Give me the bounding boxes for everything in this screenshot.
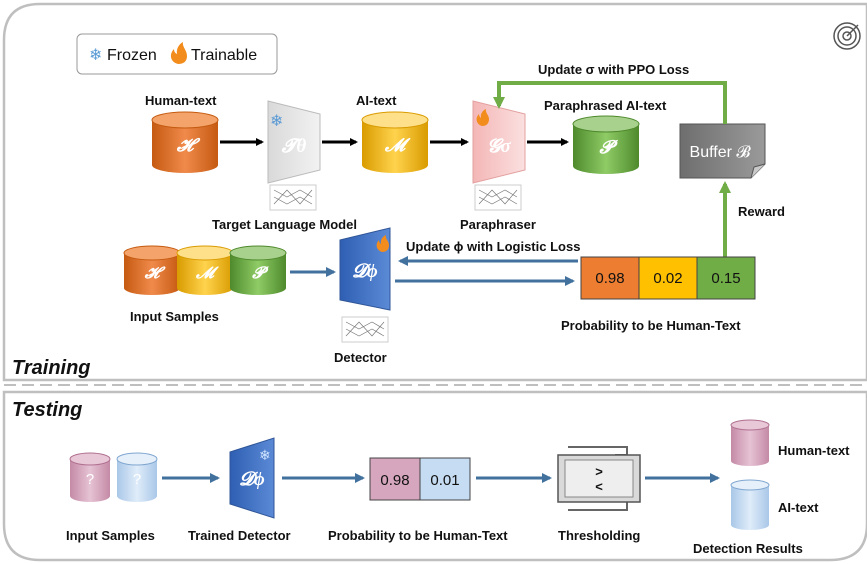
flame-icon	[376, 235, 389, 252]
symbol-d-phi: 𝓓ϕ	[352, 261, 378, 282]
paraphraser-label: Paraphraser	[460, 217, 536, 232]
test-probability-label: Probability to be Human-Text	[328, 528, 508, 543]
detector-model: 𝓓ϕ	[339, 227, 391, 311]
threshold-less-symbol: <	[595, 479, 603, 494]
neural-network-icon	[269, 184, 317, 211]
training-frame	[2, 2, 867, 382]
buffer-label: Buffer 𝓑	[690, 144, 752, 161]
symbol-m: 𝓜	[195, 265, 219, 282]
detector-label: Detector	[334, 350, 387, 365]
symbol-d-phi: 𝓓ϕ	[239, 469, 265, 490]
legend: ❄ Frozen Trainable	[76, 33, 278, 75]
trained-detector-label: Trained Detector	[188, 528, 291, 543]
input-cylinder-h: 𝓗	[123, 245, 181, 295]
human-text-label: Human-text	[145, 93, 217, 108]
legend-trainable-label: Trainable	[191, 47, 257, 64]
test-prob-value-2: 0.01	[430, 472, 459, 489]
training-probability-boxes: 0.98 0.02 0.15	[580, 256, 756, 300]
testing-probability-boxes: 0.98 0.01	[369, 457, 471, 501]
paraphraser-model: 𝓖σ	[472, 100, 526, 184]
prob-value-paraphrased: 0.15	[711, 270, 740, 287]
snowflake-icon: ❄	[89, 45, 102, 64]
unknown-cylinder-1: ?	[69, 452, 111, 502]
unknown-symbol: ?	[86, 471, 94, 488]
thresholding-icon: > <	[557, 446, 641, 511]
result-human-cylinder	[730, 419, 770, 466]
result-ai-text-label: AI-text	[778, 500, 819, 515]
paraphrased-text-cylinder: 𝓟	[572, 115, 640, 174]
ai-text-label: AI-text	[356, 93, 397, 108]
threshold-greater-symbol: >	[595, 464, 603, 479]
prob-value-ai: 0.02	[653, 270, 682, 287]
trained-detector-model: ❄ 𝓓ϕ	[229, 437, 275, 519]
input-cylinder-m: 𝓜	[176, 245, 234, 295]
update-phi-label: Update ϕ with Logistic Loss	[406, 239, 580, 254]
test-input-samples-label: Input Samples	[66, 528, 155, 543]
result-human-text-label: Human-text	[778, 443, 850, 458]
testing-frame	[2, 390, 867, 562]
reward-label: Reward	[738, 204, 785, 219]
input-samples-label: Input Samples	[130, 309, 219, 324]
ppo-update-arrow	[493, 81, 727, 124]
buffer-box: Buffer 𝓑	[679, 123, 766, 179]
neural-network-icon	[474, 184, 522, 211]
unknown-symbol: ?	[133, 471, 141, 488]
symbol-t-theta: 𝓣θ	[281, 136, 307, 157]
flame-icon	[476, 109, 489, 126]
symbol-m: 𝓜	[384, 135, 411, 155]
snowflake-icon: ❄	[270, 111, 283, 130]
flame-icon	[170, 42, 187, 64]
svg-text:❄: ❄	[89, 45, 102, 64]
snowflake-icon: ❄	[259, 448, 271, 464]
test-prob-value-1: 0.98	[380, 472, 409, 489]
human-text-cylinder: 𝓗	[151, 111, 219, 173]
target-language-model: ❄ 𝓣θ	[267, 100, 321, 184]
input-cylinder-p: 𝓟	[229, 245, 287, 295]
neural-network-icon	[341, 316, 389, 343]
thresholding-label: Thresholding	[558, 528, 640, 543]
symbol-g-sigma: 𝓖σ	[487, 136, 511, 157]
testing-section-title: Testing	[12, 399, 82, 421]
training-section-title: Training	[12, 357, 91, 379]
result-ai-cylinder	[730, 479, 770, 530]
unknown-cylinder-2: ?	[116, 452, 158, 502]
paraphrased-ai-text-label: Paraphrased AI-text	[544, 98, 667, 113]
ai-text-cylinder: 𝓜	[361, 111, 429, 173]
update-sigma-label: Update σ with PPO Loss	[538, 62, 689, 77]
prob-value-human: 0.98	[595, 270, 624, 287]
target-icon	[833, 22, 861, 50]
detection-results-label: Detection Results	[693, 541, 803, 556]
target-model-label: Target Language Model	[212, 217, 357, 232]
legend-frozen-label: Frozen	[107, 47, 157, 64]
probability-label: Probability to be Human-Text	[561, 318, 741, 333]
